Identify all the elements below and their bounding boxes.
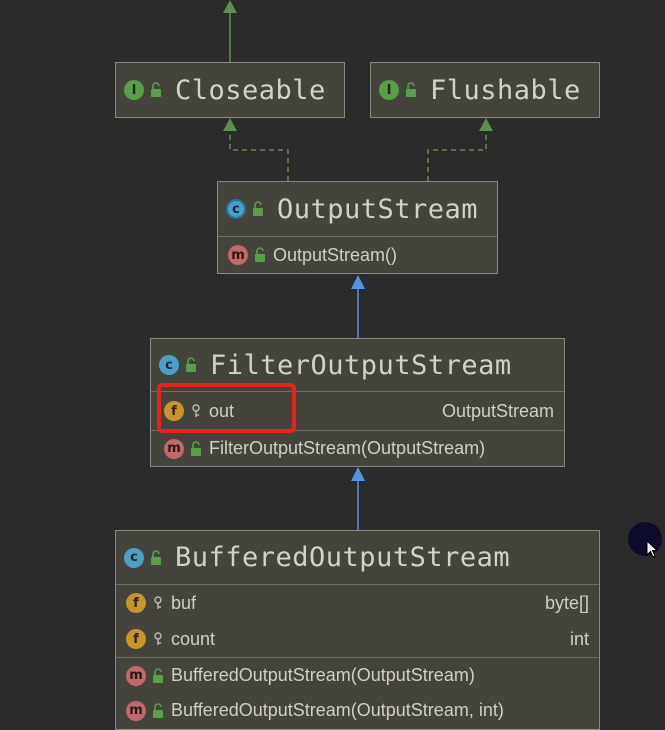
member-type: OutputStream [441,400,554,421]
key-icon [151,631,165,647]
divider [218,236,497,237]
divider [151,430,564,431]
arrowhead-outputstream [351,275,365,289]
node-title: BufferedOutputStream [175,542,511,573]
unlock-icon [251,201,265,217]
unlock-icon [404,82,418,98]
field-icon: f [126,593,146,613]
unlock-icon [149,82,163,98]
node-bufferedoutputstream[interactable]: c BufferedOutputStream f buf byte[] f co… [115,530,600,730]
node-title: OutputStream [277,193,479,225]
member-name: OutputStream() [273,244,398,265]
member-name: BufferedOutputStream(OutputStream, int) [171,700,504,720]
implements-edge-closeable [229,128,289,181]
method-icon: m [126,700,146,721]
unlock-icon [189,440,203,457]
member-row-field[interactable]: f count int [116,621,599,657]
unlock-icon [253,247,267,263]
implements-edge-flushable [427,128,487,181]
unlock-icon [151,702,165,719]
key-icon [151,595,165,611]
interface-icon: I [379,80,399,100]
highlight-box-out-field [157,383,296,433]
member-name: buf [171,592,197,613]
member-row-field[interactable]: f buf byte[] [116,585,599,621]
node-outputstream[interactable]: c OutputStream m OutputStream() [217,181,498,274]
node-filteroutputstream[interactable]: c FilterOutputStream f out OutputStream … [150,338,565,467]
class-icon: c [226,199,246,219]
arrowhead-flushable [479,118,493,131]
member-name: BufferedOutputStream(OutputStream) [171,665,475,685]
arrowhead-closeable-parent [223,0,237,13]
member-row-method[interactable]: m OutputStream() [218,237,497,273]
member-row-method[interactable]: m FilterOutputStream(OutputStream) [151,431,564,466]
node-flushable[interactable]: I Flushable [370,62,600,118]
member-name: count [171,628,216,649]
interface-icon: I [124,80,144,100]
field-icon: f [126,629,146,649]
mouse-pointer-icon [646,540,658,558]
member-row-method[interactable]: m BufferedOutputStream(OutputStream) [116,658,599,693]
member-name: out [209,400,235,421]
divider [151,391,564,392]
node-title: Closeable [175,74,326,106]
divider [116,584,599,585]
field-icon: f [164,401,184,421]
unlock-icon [151,667,165,684]
arrowhead-closeable [223,118,237,131]
member-row-field[interactable]: f out OutputStream [151,392,564,430]
unlock-icon [184,357,198,373]
key-icon [189,403,203,419]
method-icon: m [228,245,248,265]
method-icon: m [126,665,146,686]
member-row-method[interactable]: m BufferedOutputStream(OutputStream, int… [116,693,599,728]
class-icon: c [159,355,179,375]
class-icon: c [124,547,144,568]
member-name: FilterOutputStream(OutputStream) [209,438,486,458]
node-title: Flushable [430,74,581,106]
member-type: byte[] [544,592,589,613]
member-type: int [569,628,589,649]
arrowhead-filteroutputstream [351,467,365,481]
node-closeable[interactable]: I Closeable [115,62,345,118]
divider [116,657,599,658]
unlock-icon [149,549,163,566]
method-icon: m [164,438,184,459]
node-title: FilterOutputStream [210,349,512,381]
